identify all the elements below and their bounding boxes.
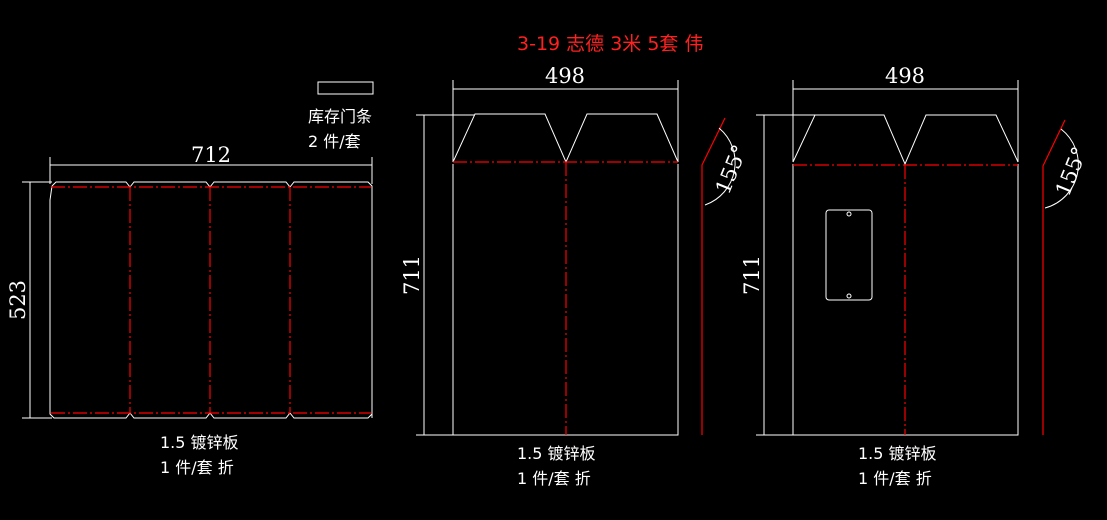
right-note: 1 件/套 折 [858, 469, 932, 488]
left-part-name: 库存门条 [308, 107, 372, 126]
left-width-dim: 712 [191, 143, 231, 167]
drawing-title: 3-19 志德 3米 5套 伟 [517, 33, 703, 55]
middle-material: 1.5 镀锌板 [517, 444, 596, 463]
middle-width-dim: 498 [545, 64, 585, 88]
window-cutout [825, 209, 873, 301]
door-strip-symbol [317, 81, 374, 95]
left-part-qty: 2 件/套 [308, 132, 361, 151]
left-part: 库存门条 2 件/套 712 523 1.5 镀锌板 1 件/套 折 [6, 81, 374, 477]
right-angle: 155° [1051, 143, 1092, 199]
left-note: 1 件/套 折 [160, 458, 234, 477]
right-bend-profile [1042, 119, 1066, 435]
right-top-profile [792, 114, 1019, 166]
middle-note: 1 件/套 折 [517, 469, 591, 488]
middle-bend-profile [701, 117, 726, 435]
right-part: 498 711 155° 1.5 镀锌板 1 件/套 折 [740, 64, 1092, 488]
left-height-dim: 523 [6, 280, 30, 320]
middle-top-profile [452, 113, 679, 164]
middle-part: 498 711 155° 1.5 镀锌板 1 件/套 折 [400, 64, 752, 488]
middle-angle: 155° [711, 141, 752, 197]
right-material: 1.5 镀锌板 [858, 444, 937, 463]
right-width-dim: 498 [885, 64, 925, 88]
left-panel-outline [49, 181, 373, 419]
right-height-dim: 711 [740, 255, 764, 295]
middle-height-dim: 711 [400, 255, 424, 295]
left-material: 1.5 镀锌板 [160, 433, 239, 452]
